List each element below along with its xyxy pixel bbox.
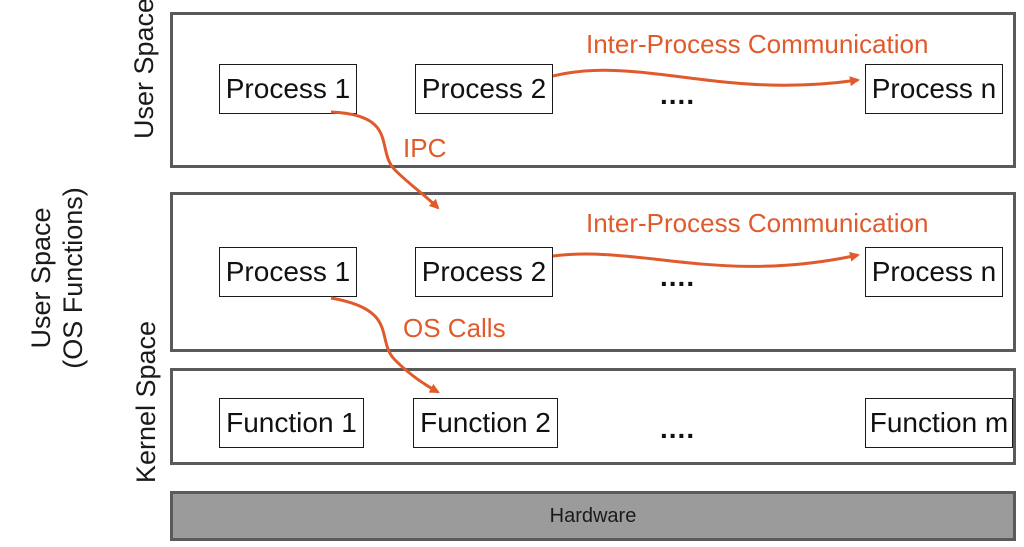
os-process-2-label: Process 2 (421, 256, 547, 287)
ipc-connector-label: IPC (403, 133, 447, 163)
os-ellipsis: .... (660, 261, 696, 292)
user-process-1-label: Process 1 (225, 73, 351, 104)
kernel-function-2-box: Function 2 (413, 398, 558, 448)
kernel-function-2-label: Function 2 (420, 407, 551, 438)
user-ipc-label: Inter-Process Communication (586, 29, 929, 59)
kernel-function-m-box: Function m (865, 398, 1013, 448)
user-ellipsis: .... (660, 79, 696, 110)
os-process-n-box: Process n (865, 247, 1003, 297)
user-process-n-label: Process n (871, 73, 997, 104)
kernel-ellipsis: .... (660, 413, 696, 444)
kernel-function-1-label: Function 1 (226, 407, 357, 438)
os-process-1-label: Process 1 (225, 256, 351, 287)
os-process-n-label: Process n (871, 256, 997, 287)
kernel-function-m-label: Function m (869, 407, 1009, 438)
os-functions-side-label-line2: (OS Functions) (58, 187, 88, 369)
user-space-side-label: User Space (129, 0, 159, 139)
user-process-2-box: Process 2 (415, 64, 553, 114)
os-process-2-box: Process 2 (415, 247, 553, 297)
user-process-2-label: Process 2 (421, 73, 547, 104)
user-process-1-box: Process 1 (219, 64, 357, 114)
hardware-label: Hardware (549, 504, 637, 527)
hardware-layer: Hardware (170, 491, 1016, 541)
user-process-n-box: Process n (865, 64, 1003, 114)
os-ipc-label: Inter-Process Communication (586, 208, 929, 238)
os-functions-side-label: User Space (OS Functions) (25, 178, 97, 378)
kernel-function-1-box: Function 1 (219, 398, 364, 448)
kernel-space-side-label: Kernel Space (131, 320, 161, 484)
os-functions-side-label-line1: User Space (26, 207, 56, 349)
os-process-1-box: Process 1 (219, 247, 357, 297)
os-calls-connector-label: OS Calls (403, 313, 506, 343)
